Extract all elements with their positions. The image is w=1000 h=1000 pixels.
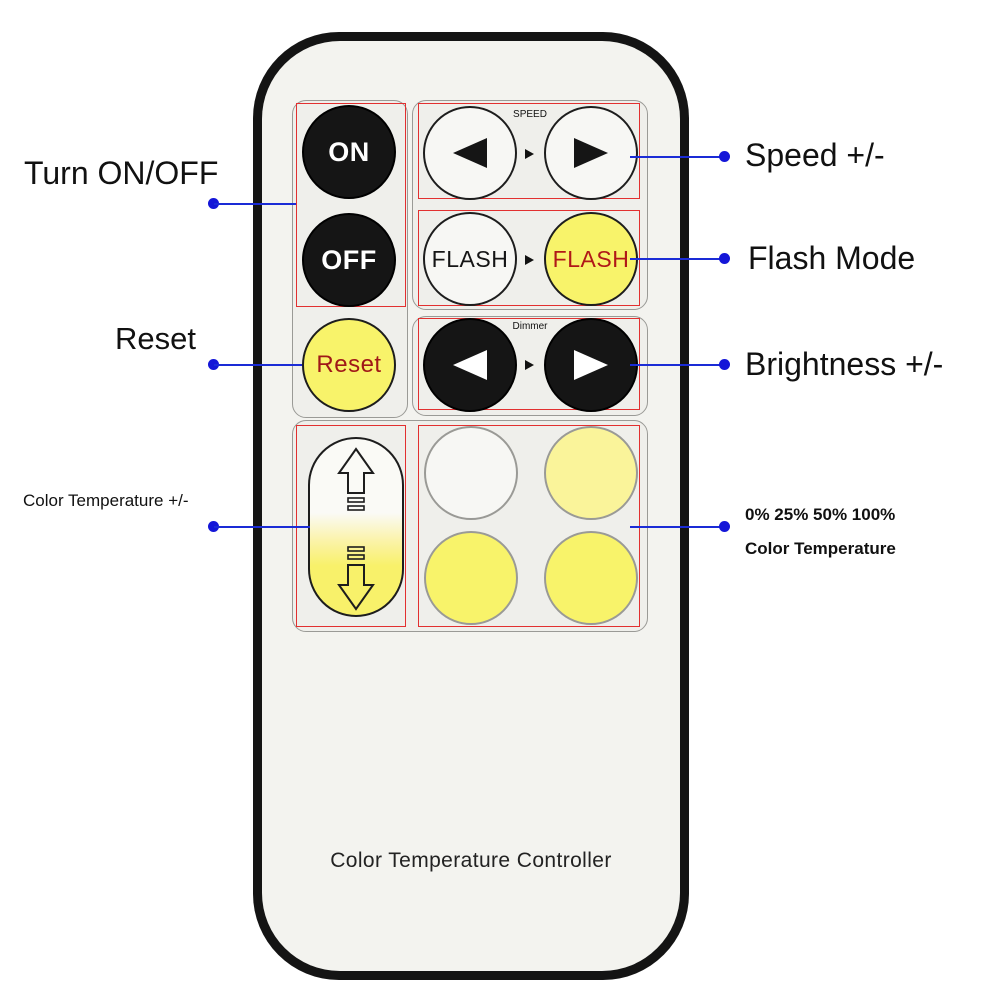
speed-callout-label: Speed +/- (745, 137, 885, 173)
brightness-down-button[interactable] (423, 318, 517, 412)
speed-box (418, 103, 640, 199)
triangle-left-icon (453, 350, 487, 380)
power-callout-label: Turn ON/OFF (24, 155, 219, 191)
reset-callout-line (214, 364, 302, 366)
presets-callout-label-line1: 0% 25% 50% 100% (745, 505, 896, 524)
off-button[interactable]: OFF (302, 213, 396, 307)
brightness-callout-dot (719, 359, 730, 370)
speed-step-icon (525, 149, 534, 159)
color-temp-callout-dot (208, 521, 219, 532)
remote-footer-label: Color Temperature Controller (330, 849, 612, 872)
reset-callout-label: Reset (115, 321, 196, 356)
presets-callout-line (630, 526, 724, 528)
reset-button[interactable]: Reset (302, 318, 396, 412)
brightness-up-button[interactable] (544, 318, 638, 412)
brightness-callout-line (630, 364, 724, 366)
dimmer-row-label: Dimmer (512, 321, 548, 332)
dimmer-step-icon (525, 360, 534, 370)
triangle-right-icon (574, 138, 608, 168)
triangle-left-icon (453, 138, 487, 168)
speed-up-button[interactable] (544, 106, 638, 200)
flash-previous-button[interactable]: FLASH (423, 212, 517, 306)
speed-down-button[interactable] (423, 106, 517, 200)
flash-callout-dot (719, 253, 730, 264)
color-temp-callout-label: Color Temperature +/- (23, 491, 189, 510)
presets-callout-dot (719, 521, 730, 532)
flash-step-icon (525, 255, 534, 265)
presets-callout-label-line2: Color Temperature (745, 539, 896, 558)
arrow-down-icon[interactable] (337, 543, 375, 613)
flash-callout-label: Flash Mode (748, 240, 916, 276)
off-button-label: OFF (321, 244, 377, 275)
preset-25-button[interactable] (544, 426, 638, 520)
power-callout-dot (208, 198, 219, 209)
triangle-right-icon (574, 350, 608, 380)
speed-callout-line (630, 156, 724, 158)
flash-next-label: FLASH (552, 245, 630, 272)
reset-button-label: Reset (316, 351, 382, 378)
reset-callout-dot (208, 359, 219, 370)
flash-next-button[interactable]: FLASH (544, 212, 638, 306)
on-button[interactable]: ON (302, 105, 396, 199)
color-temp-callout-line (214, 526, 310, 528)
flash-previous-label: FLASH (431, 245, 509, 272)
preset-50-button[interactable] (424, 531, 518, 625)
speed-callout-dot (719, 151, 730, 162)
speed-row-label: SPEED (513, 109, 547, 120)
flash-callout-line (630, 258, 724, 260)
arrow-up-icon[interactable] (337, 447, 375, 517)
preset-0-button[interactable] (424, 426, 518, 520)
color-temperature-rocker[interactable] (308, 437, 404, 617)
on-button-label: ON (328, 136, 370, 167)
power-callout-line (214, 203, 296, 205)
preset-100-button[interactable] (544, 531, 638, 625)
brightness-callout-label: Brightness +/- (745, 346, 944, 382)
